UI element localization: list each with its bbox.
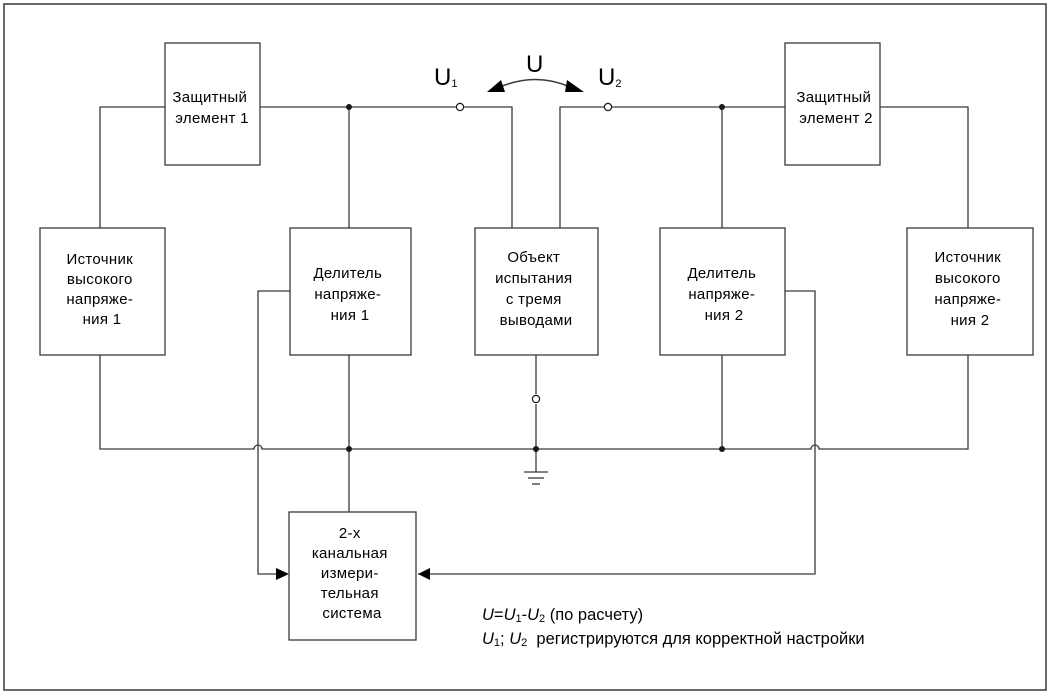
block-label: Защитный элемент 1 bbox=[172, 89, 251, 127]
block-protect-2: Защитный элемент 2 bbox=[784, 42, 881, 166]
block-hv-source-1-box bbox=[39, 227, 166, 356]
block-label: Делитель напряже- ния 2 bbox=[687, 265, 760, 324]
ground-icon bbox=[524, 471, 548, 485]
terminal-u1 bbox=[455, 102, 465, 112]
junction-node bbox=[719, 104, 725, 110]
note2-tail: регистрируются для корректной настройки bbox=[527, 630, 864, 648]
u2-subscript: 2 bbox=[615, 78, 621, 90]
voltage-u-arc bbox=[487, 78, 584, 92]
terminal-dut-ground bbox=[531, 394, 541, 404]
wire-protect2-to-hv2 bbox=[880, 106, 969, 228]
junction-node bbox=[346, 446, 352, 452]
block-divider-2-box bbox=[659, 227, 786, 356]
note1-eq: = bbox=[494, 606, 504, 624]
terminal-u2 bbox=[603, 102, 613, 112]
block-measuring-system: 2-х канальная измери- тельная система bbox=[288, 511, 417, 641]
label-line: выводами bbox=[500, 312, 573, 329]
label-u2: U2 bbox=[598, 64, 621, 91]
label-u: U bbox=[526, 51, 543, 78]
block-hv-source-2: Источник высокого напряже- ния 2 bbox=[906, 227, 1034, 356]
note1-sub2: 2 bbox=[539, 613, 545, 625]
note1-sub1: 1 bbox=[515, 613, 521, 625]
label-line: напряже- bbox=[66, 291, 133, 308]
note1-u1: U bbox=[504, 606, 516, 624]
label-line: элемент 1 bbox=[175, 110, 248, 127]
note1-u2: U bbox=[527, 606, 539, 624]
block-test-object-box bbox=[474, 227, 599, 356]
label-line: напряже- bbox=[688, 286, 755, 303]
note2-sub2: 2 bbox=[521, 637, 527, 649]
block-label: Объект испытания с тремя выводами bbox=[495, 249, 577, 329]
label-line: 2-х bbox=[339, 525, 361, 542]
block-protect-1-box bbox=[164, 42, 261, 166]
note2-sub1: 1 bbox=[494, 637, 500, 649]
block-divider-2: Делитель напряже- ния 2 bbox=[659, 227, 786, 356]
label-line: система bbox=[322, 605, 382, 622]
label-line: Источник bbox=[935, 249, 1002, 266]
label-line: ния 2 bbox=[705, 307, 744, 324]
junction-node bbox=[719, 446, 725, 452]
block-label: Делитель напряже- ния 1 bbox=[313, 265, 386, 324]
label-line: элемент 2 bbox=[799, 110, 872, 127]
label-line: Объект bbox=[507, 249, 560, 266]
arrow-right-icon bbox=[565, 80, 584, 92]
label-line: напряже- bbox=[934, 291, 1001, 308]
label-line: тельная bbox=[321, 585, 379, 602]
note1-u: U bbox=[482, 606, 494, 624]
label-line: Делитель bbox=[313, 265, 382, 282]
label-line: Делитель bbox=[687, 265, 756, 282]
block-label: Источник высокого напряже- ния 1 bbox=[66, 251, 137, 328]
u1-symbol: U bbox=[434, 64, 451, 91]
signal-line-1 bbox=[257, 290, 290, 575]
label-line: ния 2 bbox=[951, 312, 990, 329]
block-hv-source-2-box bbox=[906, 227, 1034, 356]
block-protect-2-box bbox=[784, 42, 881, 166]
note1-tail: (по расчету) bbox=[545, 606, 643, 624]
wire-u1-to-dut bbox=[464, 106, 513, 228]
label-line: Защитный bbox=[172, 89, 247, 106]
wire-dut-to-u2 bbox=[559, 106, 605, 228]
block-protect-1: Защитный элемент 1 bbox=[164, 42, 261, 166]
u1-subscript: 1 bbox=[451, 78, 457, 90]
junction-node bbox=[346, 104, 352, 110]
label-line: с тремя bbox=[506, 291, 562, 308]
arrow-left-icon bbox=[418, 568, 430, 580]
block-label: 2-х канальная измери- тельная система bbox=[312, 525, 392, 622]
note2-u1: U bbox=[482, 630, 494, 648]
label-line: высокого bbox=[935, 270, 1001, 287]
label-line: напряже- bbox=[314, 286, 381, 303]
block-hv-source-1: Источник высокого напряже- ния 1 bbox=[39, 227, 166, 356]
label-line: Источник bbox=[67, 251, 134, 268]
label-line: измери- bbox=[321, 565, 379, 582]
formula-note: U=U1-U2 (по расчету) bbox=[482, 606, 643, 625]
arrow-left-icon bbox=[487, 80, 505, 92]
block-label: Источник высокого напряже- ния 2 bbox=[934, 249, 1005, 329]
registration-note: U1; U2 регистрируются для корректной нас… bbox=[482, 630, 865, 649]
note2-u2: U bbox=[509, 630, 521, 648]
block-label: Защитный элемент 2 bbox=[796, 89, 875, 127]
label-line: высокого bbox=[67, 271, 133, 288]
wire-hv1-to-protect1 bbox=[99, 106, 165, 228]
label-line: ния 1 bbox=[331, 307, 370, 324]
arrow-right-icon bbox=[276, 568, 289, 580]
block-divider-1-box bbox=[289, 227, 412, 356]
signal-line-2 bbox=[418, 290, 816, 575]
label-line: Защитный bbox=[796, 89, 871, 106]
junction-node bbox=[533, 446, 539, 452]
label-line: испытания bbox=[495, 270, 572, 287]
u2-symbol: U bbox=[598, 64, 615, 91]
block-measuring-system-box bbox=[288, 511, 417, 641]
label-u1: U1 bbox=[434, 64, 457, 91]
block-divider-1: Делитель напряже- ния 1 bbox=[289, 227, 412, 356]
note2-sep: ; bbox=[500, 630, 509, 648]
junction-nodes bbox=[346, 104, 725, 452]
note1-minus: - bbox=[522, 606, 528, 624]
label-line: канальная bbox=[312, 545, 388, 562]
block-test-object: Объект испытания с тремя выводами bbox=[474, 227, 599, 356]
label-line: ния 1 bbox=[83, 311, 122, 328]
